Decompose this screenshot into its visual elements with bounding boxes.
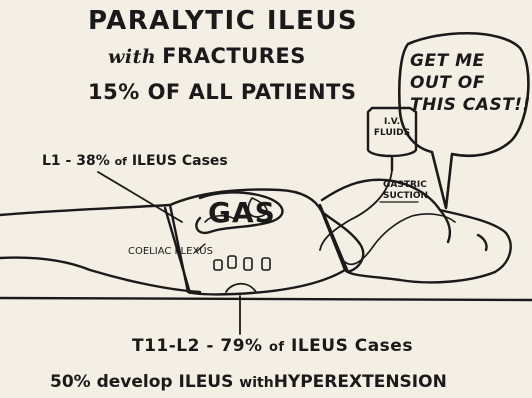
speech-bubble-text: GET ME OUT OF THIS CAST!! [410, 50, 531, 116]
t11-l2-label: T11-L2 - 79% of ILEUS Cases [132, 336, 413, 356]
coeliac-plexus-label: COELIAC PLEXUS [128, 246, 213, 257]
title-line-3: 15% OF ALL PATIENTS [88, 80, 357, 104]
footer-caption: 50% develop ILEUS withHYPEREXTENSION [50, 372, 447, 392]
iv-line-1: I.V. [372, 117, 412, 128]
bubble-line-2: OUT OF [410, 72, 531, 94]
title-with: with [108, 46, 156, 68]
title-line-2: with FRACTURES [108, 44, 306, 68]
gas-label: GAS [208, 196, 276, 229]
gastric-line-1: GASTRIC [383, 180, 428, 191]
title-line-1: PARALYTIC ILEUS [88, 6, 358, 36]
bubble-line-1: GET ME [410, 50, 531, 72]
gastric-suction-label: GASTRIC SUCTION [383, 180, 428, 202]
l1-label: L1 - 38% of ILEUS Cases [42, 153, 228, 169]
footer-lead: 50% develop [50, 372, 173, 392]
title-fractures: FRACTURES [162, 44, 306, 68]
legs-outline [0, 205, 170, 215]
t11-rest: ILEUS Cases [291, 336, 413, 356]
bed-line [0, 298, 532, 300]
footer-rest: HYPEREXTENSION [274, 372, 447, 392]
l1-rest: ILEUS Cases [132, 153, 228, 169]
footer-ileus: ILEUS [179, 372, 234, 392]
l1-main: L1 - 38% [42, 153, 110, 169]
bubble-line-3: THIS CAST!! [410, 94, 531, 116]
iv-fluids-label: I.V. FLUIDS [372, 117, 412, 139]
l1-of: of [115, 155, 127, 168]
t11-main: T11-L2 - 79% [132, 336, 263, 356]
iv-line-2: FLUIDS [372, 128, 412, 139]
suction-tube [345, 214, 455, 264]
l1-leader [98, 172, 182, 222]
footer-with: with [239, 375, 273, 391]
t11-of: of [269, 340, 285, 355]
gastric-line-2: SUCTION [383, 191, 428, 202]
